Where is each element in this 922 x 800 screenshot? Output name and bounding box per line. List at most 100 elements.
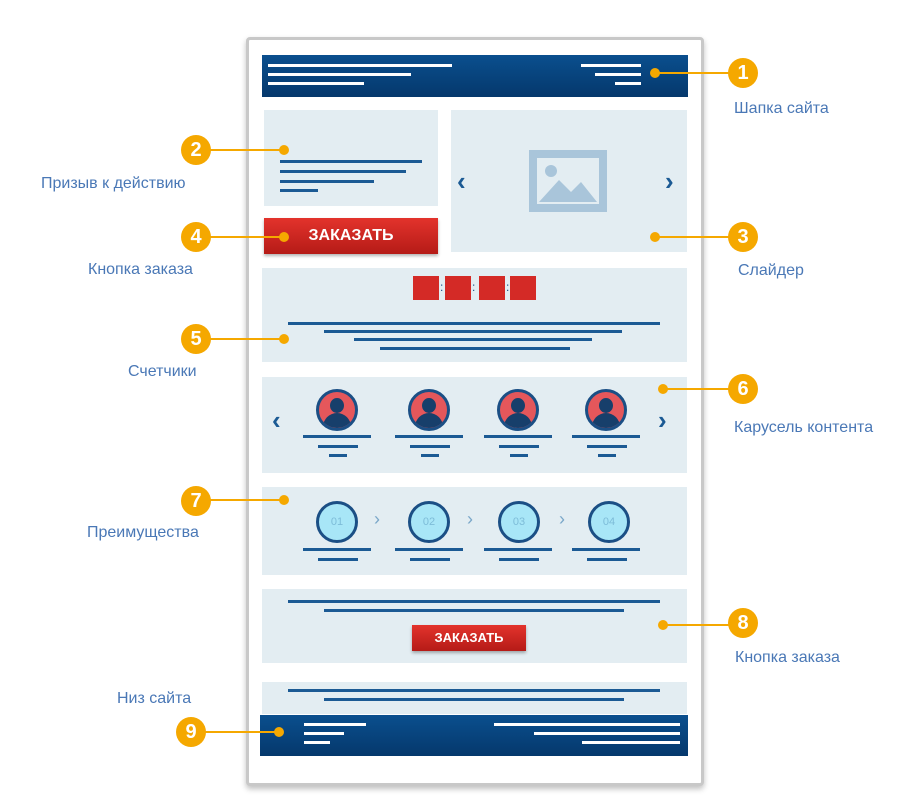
callout-line xyxy=(664,388,732,390)
order-block: ЗАКАЗАТЬ xyxy=(262,589,687,663)
callout-badge: 8 xyxy=(728,608,758,638)
callout-dot xyxy=(279,334,289,344)
advantage-step-number: 01 xyxy=(330,516,344,528)
carousel-item-line xyxy=(329,454,347,457)
carousel-item-line xyxy=(484,435,552,438)
advantage-step: 03 xyxy=(498,501,540,543)
counter-cell xyxy=(445,276,471,300)
avatar-icon xyxy=(408,389,450,431)
footer-text-line xyxy=(494,723,680,726)
advantage-step-number: 02 xyxy=(422,516,436,528)
cta-text-line xyxy=(280,160,422,163)
avatar-icon xyxy=(316,389,358,431)
footer-text-line xyxy=(304,732,344,735)
counter-separator: : xyxy=(472,280,476,294)
callout-dot xyxy=(279,145,289,155)
callout-dot xyxy=(650,232,660,242)
cta-text-line xyxy=(280,170,406,173)
carousel-item-line xyxy=(572,435,640,438)
image-placeholder-icon xyxy=(529,150,607,212)
advantage-step: 04 xyxy=(588,501,630,543)
site-header xyxy=(262,55,688,97)
callout-badge: 6 xyxy=(728,374,758,404)
counter-separator: : xyxy=(506,280,510,294)
advantage-line xyxy=(484,548,552,551)
carousel-item-line xyxy=(421,454,439,457)
carousel-block: ‹ › xyxy=(262,377,687,473)
counter-cell xyxy=(479,276,505,300)
callout-badge: 9 xyxy=(176,717,206,747)
carousel-item-line xyxy=(598,454,616,457)
header-text-line xyxy=(268,73,411,76)
avatar-icon xyxy=(585,389,627,431)
callout-badge: 3 xyxy=(728,222,758,252)
carousel-item-line xyxy=(318,445,358,448)
callout-label-counters: Счетчики xyxy=(128,363,197,380)
order-button-top[interactable]: ЗАКАЗАТЬ xyxy=(264,218,438,254)
arrow-right-icon: › xyxy=(467,509,473,529)
counters-text-line xyxy=(354,338,592,341)
footer-text-line xyxy=(304,741,330,744)
advantage-line xyxy=(587,558,627,561)
callout-label-footer: Низ сайта xyxy=(117,690,192,707)
advantage-line xyxy=(499,558,539,561)
slider-next-icon[interactable]: › xyxy=(665,166,674,196)
header-text-line xyxy=(268,64,452,67)
order-block-text-line xyxy=(324,609,624,612)
prefooter-text-line xyxy=(324,698,624,701)
counter-cell xyxy=(413,276,439,300)
callout-label-header: Шапка сайта xyxy=(734,100,829,117)
footer-text-line xyxy=(582,741,680,744)
advantage-step-number: 03 xyxy=(512,516,526,528)
carousel-item-line xyxy=(410,445,450,448)
callout-dot xyxy=(650,68,660,78)
arrow-right-icon: › xyxy=(374,509,380,529)
prefooter-text-line xyxy=(288,689,660,692)
callout-line xyxy=(664,624,732,626)
callout-line xyxy=(203,731,279,733)
order-button-bottom[interactable]: ЗАКАЗАТЬ xyxy=(412,625,526,651)
callout-badge: 1 xyxy=(728,58,758,88)
carousel-item-line xyxy=(587,445,627,448)
order-button-bottom-label: ЗАКАЗАТЬ xyxy=(434,630,504,645)
callout-badge: 5 xyxy=(181,324,211,354)
avatar-icon xyxy=(497,389,539,431)
order-block-text-line xyxy=(288,600,660,603)
prefooter-block xyxy=(262,682,687,714)
callout-label-order-bottom: Кнопка заказа xyxy=(735,649,840,666)
callout-badge: 7 xyxy=(181,486,211,516)
slider-prev-icon[interactable]: ‹ xyxy=(457,166,466,196)
counters-text-line xyxy=(288,322,660,325)
carousel-item-line xyxy=(510,454,528,457)
callout-line xyxy=(656,72,732,74)
advantage-line xyxy=(303,548,371,551)
callout-label-cta: Призыв к действию xyxy=(41,175,186,192)
carousel-next-icon[interactable]: › xyxy=(658,405,667,435)
header-text-line xyxy=(268,82,364,85)
arrow-right-icon: › xyxy=(559,509,565,529)
advantage-line xyxy=(318,558,358,561)
callout-label-carousel: Карусель контента xyxy=(734,419,874,436)
footer-text-line xyxy=(534,732,680,735)
advantages-block: 01 › 02 › 03 › 04 xyxy=(262,487,687,575)
callout-line xyxy=(208,338,284,340)
header-menu-line xyxy=(595,73,641,76)
callout-line xyxy=(208,149,284,151)
carousel-item-line xyxy=(395,435,463,438)
callout-line xyxy=(208,236,284,238)
cta-text-line xyxy=(280,189,318,192)
advantage-line xyxy=(572,548,640,551)
advantage-step: 01 xyxy=(316,501,358,543)
callout-dot xyxy=(658,384,668,394)
header-menu-line xyxy=(615,82,641,85)
carousel-prev-icon[interactable]: ‹ xyxy=(272,405,281,435)
counters-text-line xyxy=(324,330,622,333)
callout-dot xyxy=(658,620,668,630)
advantage-line xyxy=(410,558,450,561)
counter-cell xyxy=(510,276,536,300)
advantage-line xyxy=(395,548,463,551)
header-menu-line xyxy=(581,64,641,67)
callout-label-slider: Слайдер xyxy=(738,262,804,279)
advantage-step: 02 xyxy=(408,501,450,543)
counter-separator: : xyxy=(440,280,444,294)
